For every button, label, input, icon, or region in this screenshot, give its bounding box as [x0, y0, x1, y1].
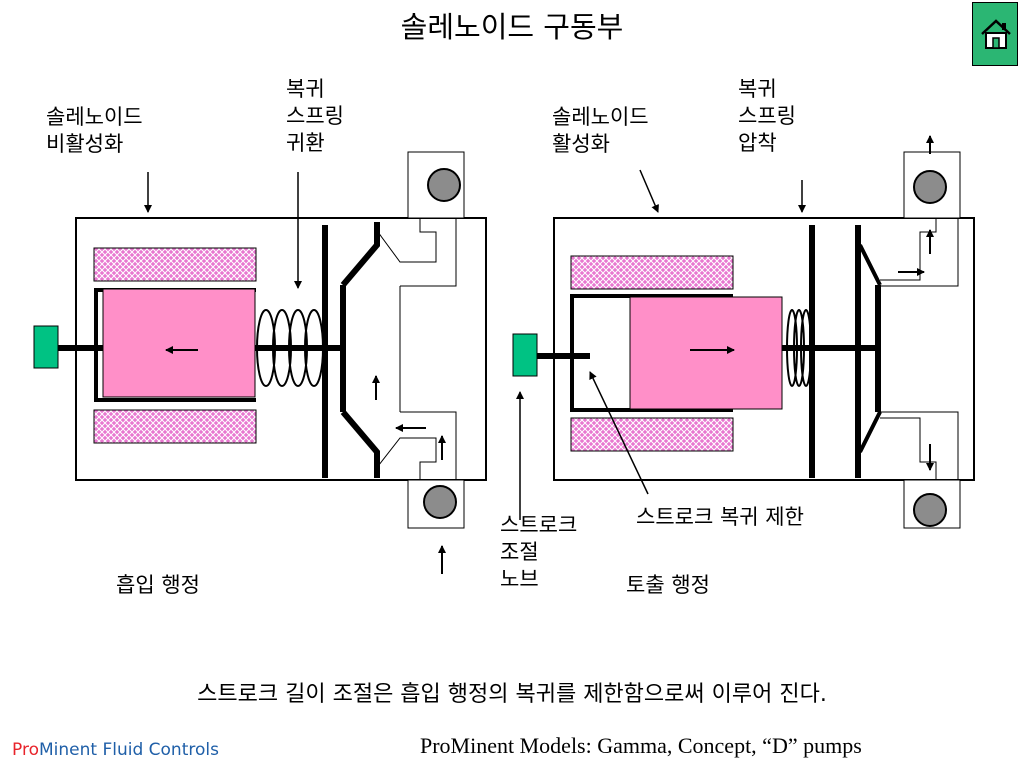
right-plunger: [629, 296, 783, 410]
right-solenoid-label: 솔레노이드 활성화: [552, 105, 649, 156]
caption: 스트로크 길이 조절은 흡입 행정의 복귀를 제한함으로써 이루어 진다.: [197, 682, 827, 707]
home-button[interactable]: [972, 2, 1018, 66]
left-plunger: [102, 288, 256, 398]
right-coil-top: [570, 255, 734, 290]
footer-brand: ProMinent Fluid Controls: [12, 740, 219, 760]
right-coil-bottom: [570, 417, 734, 452]
left-solenoid-unit: [33, 151, 487, 574]
stroke-limit-label: 스트로크 복귀 제한: [636, 505, 804, 529]
left-coil-top: [93, 247, 257, 282]
right-spring-label: 복귀 스프링 압착: [738, 77, 796, 155]
knob-label: 스트로크 조절 노브: [500, 513, 578, 591]
left-stroke-label: 흡입 행정: [116, 573, 200, 597]
left-coil-bottom: [93, 409, 257, 444]
right-solenoid-unit: [512, 135, 975, 529]
left-stroke-knob: [33, 325, 59, 369]
brand-rest: Minent Fluid Controls: [38, 740, 219, 760]
right-stroke-knob: [512, 333, 538, 377]
slide-title: 솔레노이드 구동부: [400, 10, 624, 44]
left-spring-label: 복귀 스프링 귀환: [286, 77, 344, 155]
home-icon: [981, 19, 1011, 49]
brand-pro: Pro: [12, 740, 39, 760]
left-solenoid-label: 솔레노이드 비활성화: [46, 105, 143, 156]
right-stroke-label: 토출 행정: [626, 573, 710, 597]
footer-models: ProMinent Models: Gamma, Concept, “D” pu…: [420, 733, 862, 758]
